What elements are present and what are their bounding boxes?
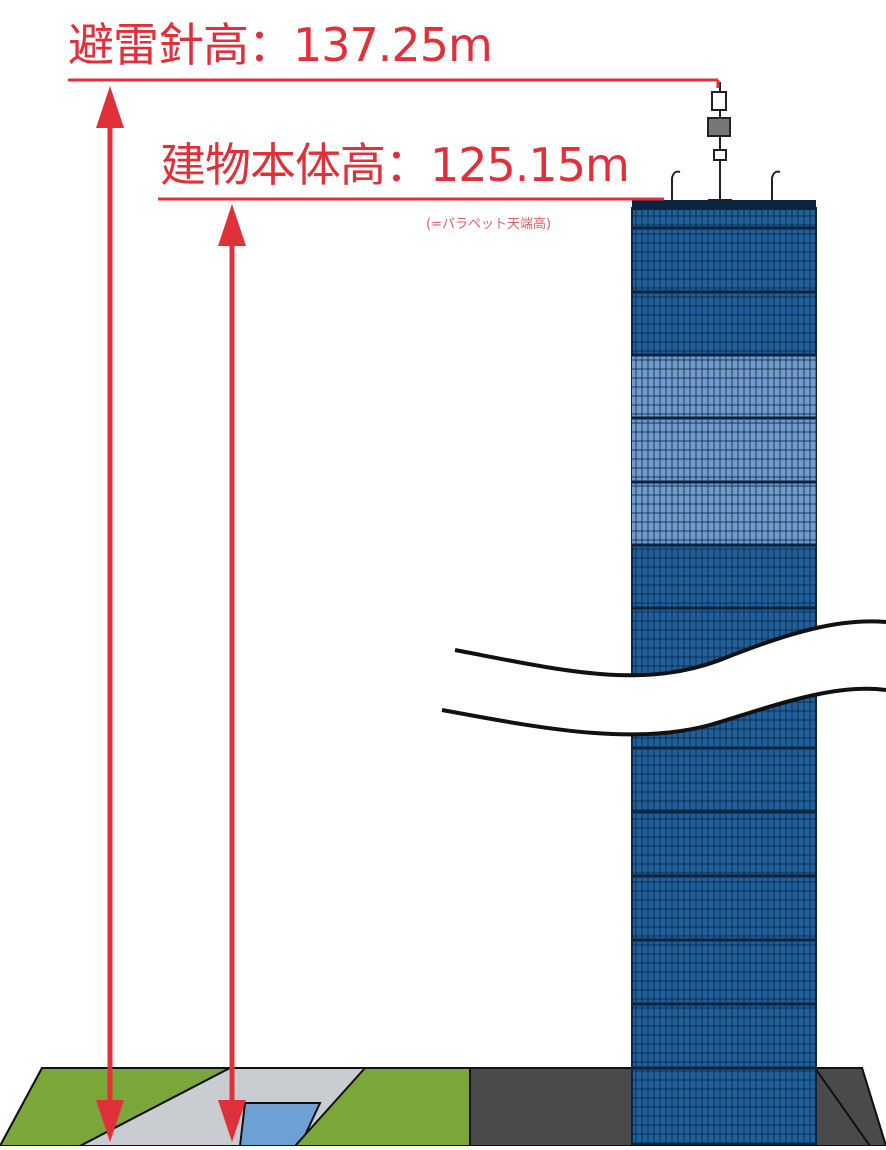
wavy-break-icon	[441, 619, 886, 737]
parapet-note-label: (=パラペット天端高)	[426, 217, 552, 232]
lightning-rod-leader	[68, 78, 720, 88]
building-body-arrow	[218, 204, 246, 1142]
lightning-rod-height-label: 避雷針高：137.25m	[68, 18, 493, 72]
building-body-height-label: 建物本体高：125.15m	[160, 138, 630, 192]
antenna-icon	[671, 82, 781, 204]
lightning-rod-arrow	[96, 86, 124, 1142]
tower-floor-bands	[632, 226, 816, 1070]
parapet	[632, 200, 816, 210]
